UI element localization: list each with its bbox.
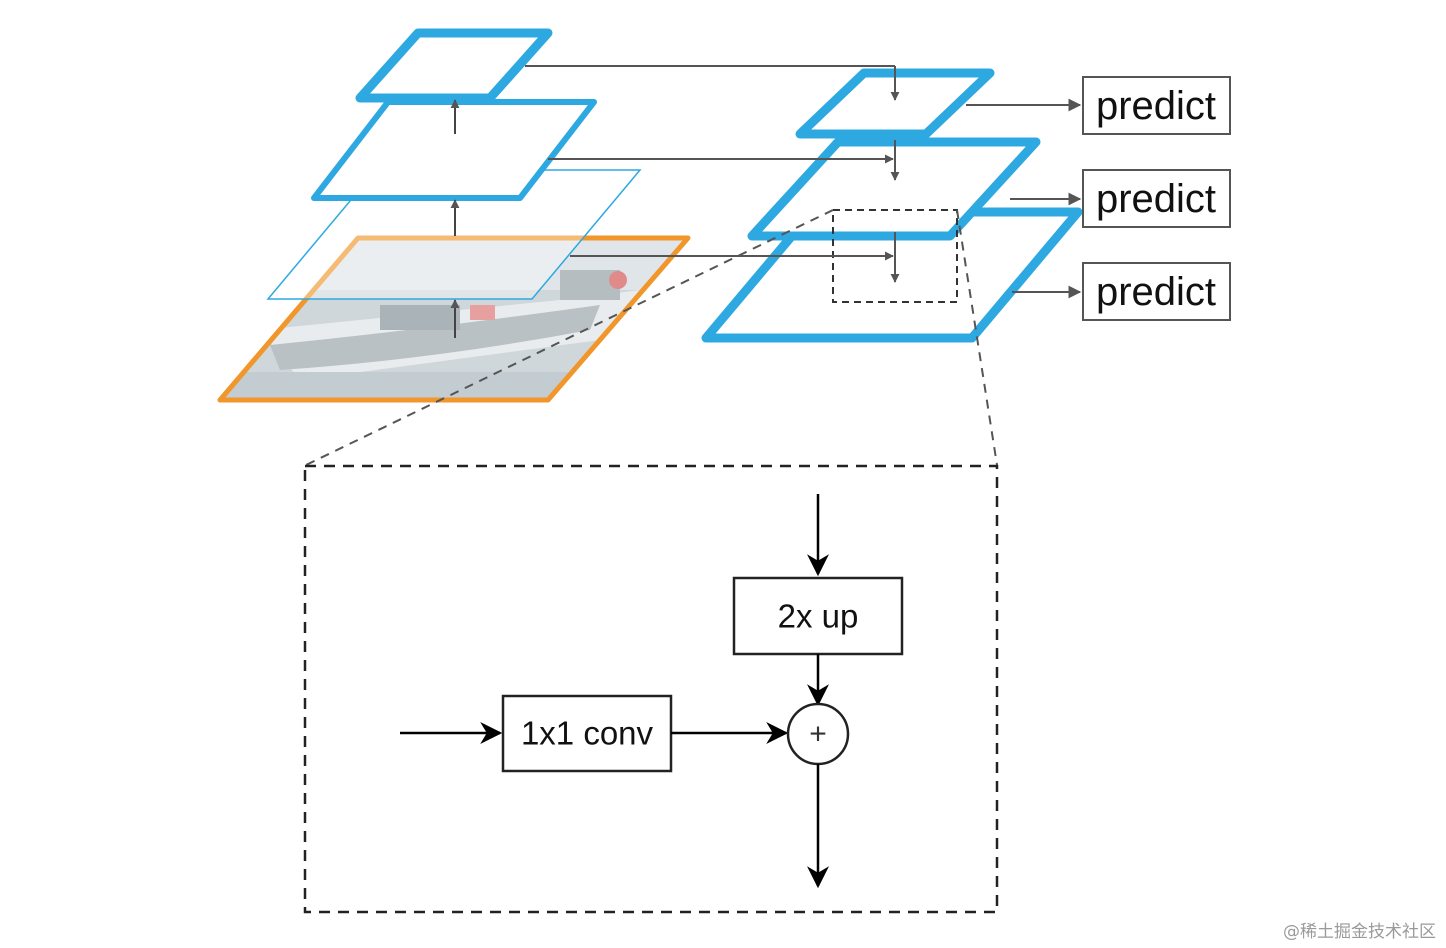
upsample-box: [732, 576, 904, 656]
zoom-lines: [305, 209, 998, 466]
top-down-level-top: [795, 68, 995, 139]
lateral-conv-label: 1x1 conv: [521, 715, 654, 752]
top-down-level-middle: [747, 137, 1041, 241]
top-down-pathway: [701, 66, 1083, 343]
bottom-up-pathway: [217, 28, 691, 403]
upsample-label: 2x up: [778, 598, 859, 635]
zoom-line-left: [305, 209, 834, 466]
bottom-up-level-3: [355, 28, 553, 103]
predict-label-1: predict: [1096, 84, 1216, 128]
detail-panel: 2x up 1x1 conv +: [303, 464, 999, 914]
predict-label-2: predict: [1096, 177, 1216, 221]
lateral-conv-box: [501, 694, 673, 773]
predict-box-2: [1082, 169, 1231, 228]
predict-label-3: predict: [1096, 270, 1216, 314]
merge-add-symbol: +: [809, 718, 827, 751]
detail-panel-border: [303, 464, 999, 914]
lateral-connections: [525, 65, 895, 261]
bottom-up-level-2: [311, 99, 597, 201]
predict-box-3: [1082, 262, 1231, 321]
predict-box-1: [1082, 76, 1231, 135]
watermark: @稀土掘金技术社区: [1283, 922, 1436, 942]
predict-outputs: predict predict predict: [966, 76, 1231, 321]
zoom-line-right: [956, 209, 998, 466]
